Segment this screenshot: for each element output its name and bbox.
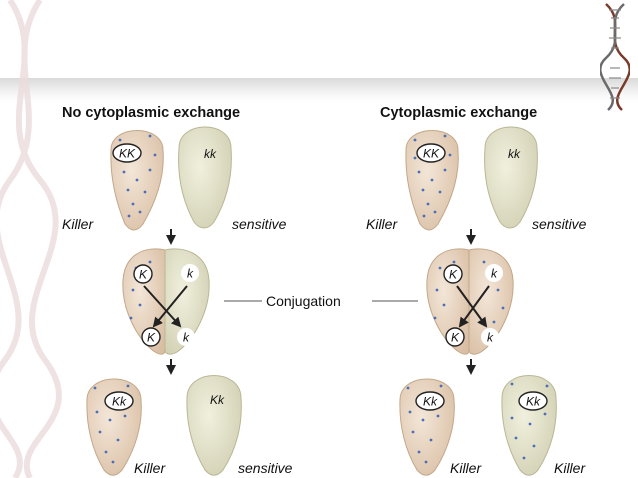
conjugating-pair: K k K k — [122, 248, 210, 355]
gene-label: k — [187, 267, 194, 281]
gene-label: k — [491, 267, 498, 281]
cell-label: sensitive — [532, 216, 587, 232]
conjugation-label: Conjugation — [266, 293, 341, 309]
cell-label: Killer — [366, 216, 398, 232]
macronucleus — [415, 391, 445, 411]
sensitive-cell-bottom: Kk — [186, 375, 242, 476]
micronucleus — [133, 264, 153, 284]
macronucleus — [518, 391, 548, 411]
macronucleus — [112, 143, 142, 163]
cell-label: sensitive — [238, 460, 293, 476]
gene-label: K — [451, 331, 460, 345]
cell-label: Killer — [62, 216, 94, 232]
genotype-label: Kk — [210, 393, 225, 407]
conjugating-pair-exchange: K k K k — [426, 248, 514, 355]
cell-label: Killer — [134, 460, 166, 476]
panel-heading-exchange: Cytoplasmic exchange — [380, 105, 537, 121]
macronucleus — [416, 143, 446, 163]
gene-label: K — [449, 268, 458, 282]
genotype-label: kk — [204, 147, 217, 161]
sensitive-cell-top: kk — [484, 126, 538, 229]
panel-heading-no-exchange: No cytoplasmic exchange — [62, 105, 240, 121]
micronucleus — [481, 328, 499, 346]
cell-label: Killer — [450, 460, 482, 476]
killer-cell-bottom-right: Kk — [501, 375, 557, 476]
micronucleus — [181, 264, 199, 282]
genotype-label: KK — [119, 147, 136, 161]
killer-cell-bottom: Kk — [399, 378, 455, 476]
gene-label: k — [183, 331, 190, 345]
gene-label: K — [139, 268, 148, 282]
macronucleus — [104, 391, 134, 411]
cell-label: Killer — [554, 460, 586, 476]
sensitive-cell-top: kk — [178, 126, 232, 229]
micronucleus — [443, 264, 463, 284]
micronucleus — [141, 327, 161, 347]
gene-label: K — [147, 331, 156, 345]
killer-cell-top: KK — [110, 130, 164, 231]
header-band — [0, 78, 638, 102]
genotype-label: kk — [508, 147, 521, 161]
genotype-label: Kk — [112, 395, 127, 409]
killer-cell-top: KK — [405, 130, 459, 231]
genotype-label: Kk — [526, 395, 541, 409]
gene-label: k — [487, 331, 494, 345]
cell-label: sensitive — [232, 216, 287, 232]
dna-helix-icon — [600, 3, 630, 111]
micronucleus — [177, 328, 195, 346]
micronucleus — [445, 327, 465, 347]
killer-cell-bottom: Kk — [86, 378, 142, 476]
micronucleus — [485, 264, 503, 282]
genotype-label: KK — [423, 147, 440, 161]
genotype-label: Kk — [423, 395, 438, 409]
background-dna-decoration — [0, 0, 62, 478]
